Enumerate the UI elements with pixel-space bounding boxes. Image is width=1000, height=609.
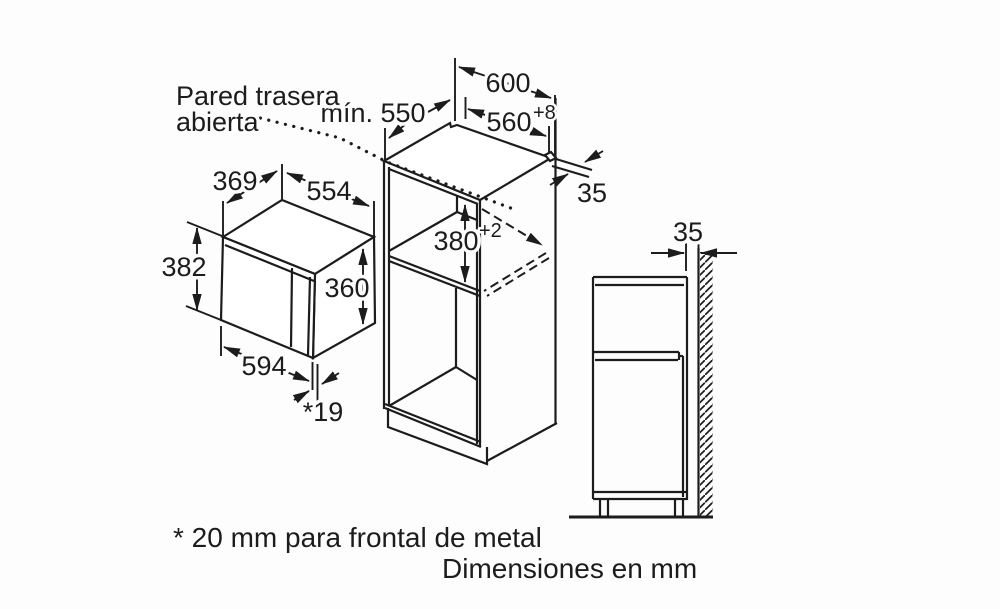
dim-microwave-depth: 369 <box>212 166 257 196</box>
sideview-leg-left <box>598 499 610 516</box>
ext-line <box>185 305 222 321</box>
microwave-door-handle <box>289 267 294 348</box>
units-note: Dimensiones en mm <box>442 553 697 584</box>
cabinet-bottom-edge2 <box>384 406 482 449</box>
cabinet-plinth <box>386 408 489 466</box>
dim-niche-height: 380 <box>433 226 478 256</box>
dim-microwave-door-thickness: *19 <box>303 397 344 427</box>
dim-microwave-front-width: 594 <box>241 351 286 381</box>
dim-560-line <box>467 108 547 137</box>
dim-min550-arrow-right <box>427 99 451 113</box>
dim-min550-arrow-left <box>388 122 408 139</box>
dim-19-arrow-right <box>321 371 340 385</box>
footnote-metal-front: * 20 mm para frontal de metal <box>173 522 542 553</box>
sideview-leg-right <box>673 499 685 516</box>
niche-shelf-front-edge <box>388 254 481 293</box>
dim-600-line <box>458 66 552 99</box>
cabinet-drawing: 380 +2 600 560 +8 35 mín. 550 <box>250 58 611 466</box>
dim-min-depth: mín. 550 <box>320 98 425 128</box>
ext-line <box>186 221 223 237</box>
dim-35-arrow-upper <box>584 149 604 163</box>
microwave-door-top-edge <box>224 243 315 283</box>
shelf-dashed-bottom2 <box>486 257 550 297</box>
label-back-wall-line1: Pared trasera <box>176 81 341 111</box>
dim-cabinet-width: 600 <box>485 68 530 98</box>
lower-wall-diagonal <box>388 366 457 407</box>
shelf-dashed-bottom <box>483 252 547 292</box>
dim-microwave-side-height: 360 <box>324 273 369 303</box>
niche-shelf-front-edge2 <box>388 259 481 298</box>
dim-top-strip: 35 <box>577 178 607 208</box>
label-back-wall-line2: abierta <box>176 107 260 137</box>
lower-floor-back-edge <box>455 366 478 381</box>
dim-niche-width-tolerance: +8 <box>533 102 556 124</box>
strip-edge2 <box>551 164 590 179</box>
cabinet-frame-inner-top <box>388 167 479 206</box>
strip-corner-square <box>543 150 558 163</box>
dim-wall-gap: 35 <box>673 217 703 247</box>
dim-niche-width: 560 <box>486 107 531 137</box>
strip-edge <box>555 157 593 172</box>
dim-19-arrow-left <box>292 390 310 404</box>
shelf-dashed-top <box>481 208 543 246</box>
dim-594-line <box>223 346 310 382</box>
cabinet-side-bottom-edge <box>486 422 558 462</box>
dim-35-arrow-lower <box>549 173 569 187</box>
niche-wall-diagonal <box>388 211 458 252</box>
dim-niche-height-tolerance: +2 <box>479 220 502 242</box>
dim-369-line <box>226 170 278 204</box>
wall-hatching <box>700 252 713 516</box>
dim-microwave-height: 382 <box>161 252 206 282</box>
side-view-drawing: 35 <box>569 214 737 519</box>
cabinet-bottom-edge <box>384 402 482 444</box>
microwave-door-right-edge <box>306 276 312 356</box>
dim-microwave-top-width: 554 <box>306 176 351 206</box>
microwave-drawing: 369 554 382 360 594 *19 <box>158 163 377 431</box>
dim-554-line <box>286 172 370 207</box>
